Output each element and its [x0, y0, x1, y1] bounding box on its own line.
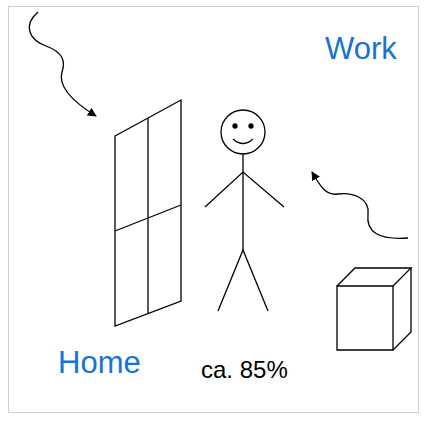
box-top [337, 268, 411, 286]
stick-figure [205, 110, 284, 311]
window-symbol [115, 100, 181, 326]
window-frame [115, 100, 181, 326]
figure-legs [218, 250, 268, 311]
figure-head [221, 110, 265, 154]
window-mullion [147, 118, 148, 313]
figure-body [242, 154, 243, 250]
box-front [337, 286, 393, 350]
figure-arms [205, 172, 284, 207]
place-label: Home [58, 347, 141, 378]
place-label: Work [325, 33, 397, 64]
figure-eye [249, 124, 253, 128]
wavy-arrow [312, 172, 408, 238]
figure-smile [233, 139, 253, 144]
share-note: ca. 85% [201, 358, 288, 382]
window-transom [115, 205, 181, 231]
box-side [393, 268, 411, 350]
box-symbol [337, 268, 411, 350]
frame-border [9, 7, 419, 413]
figure-eye [233, 124, 237, 128]
wavy-arrow [29, 12, 96, 116]
